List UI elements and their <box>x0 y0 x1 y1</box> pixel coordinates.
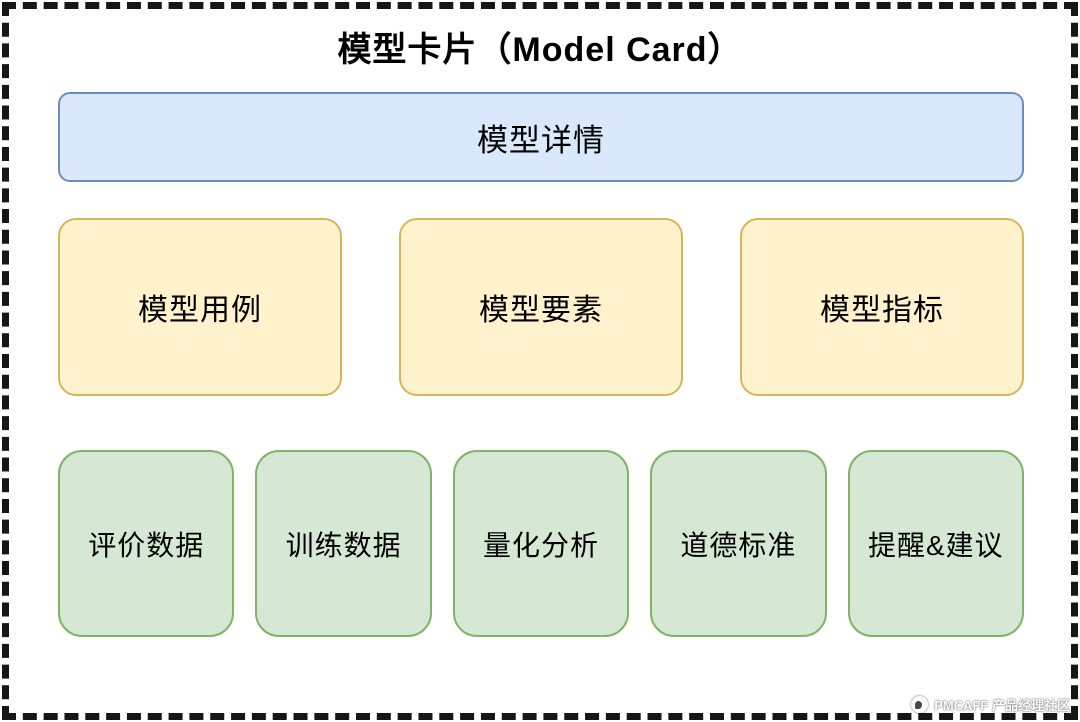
model-aspects-row: 模型用例 模型要素 模型指标 <box>58 218 1024 396</box>
training-data-label: 训练数据 <box>285 529 402 561</box>
training-data-box: 训练数据 <box>255 450 432 637</box>
model-elements-label: 模型要素 <box>479 294 603 327</box>
reminders-suggestions-box: 提醒&建议 <box>847 450 1025 637</box>
model-data-row: 评价数据 训练数据 量化分析 道德标准 提醒&建议 <box>58 450 1025 637</box>
model-detail-label: 模型详情 <box>477 122 605 158</box>
ethical-standards-label: 道德标准 <box>680 529 797 561</box>
model-usecase-label: 模型用例 <box>138 294 262 327</box>
reminders-suggestions-label: 提醒&建议 <box>867 529 1004 561</box>
model-elements-box: 模型要素 <box>399 218 683 396</box>
ethical-standards-box: 道德标准 <box>650 450 827 637</box>
evaluation-data-label: 评价数据 <box>88 529 205 561</box>
model-metrics-box: 模型指标 <box>740 218 1024 396</box>
quantitative-analysis-box: 量化分析 <box>452 450 630 637</box>
model-metrics-label: 模型指标 <box>820 294 944 327</box>
model-detail-box: 模型详情 <box>58 92 1024 182</box>
pmcaff-logo-icon <box>911 696 929 713</box>
evaluation-data-box: 评价数据 <box>58 450 235 637</box>
model-usecase-box: 模型用例 <box>58 218 342 396</box>
watermark: PMCAFF 产品经理社区 <box>911 695 1070 714</box>
watermark-text: PMCAFF 产品经理社区 <box>934 698 1070 713</box>
quantitative-analysis-label: 量化分析 <box>483 529 600 561</box>
diagram-title: 模型卡片（Model Card） <box>337 31 743 69</box>
